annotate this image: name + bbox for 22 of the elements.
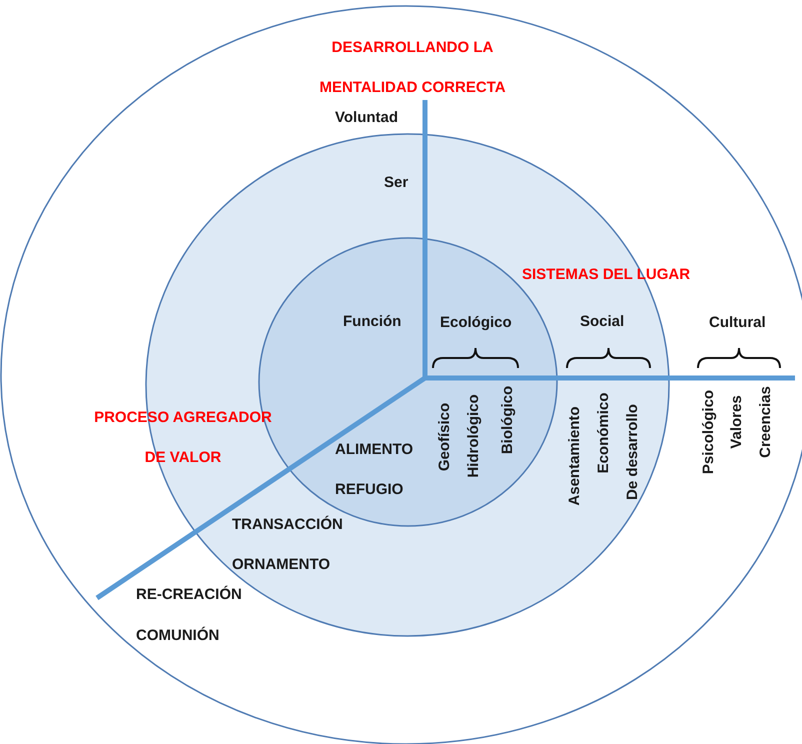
value-label: REFUGIO — [335, 481, 404, 499]
value-label: COMUNIÓN — [136, 627, 220, 645]
category-label: Cultural — [709, 314, 766, 332]
sub-category-label: Geofísico — [436, 402, 454, 472]
value-label: ALIMENTO — [335, 441, 414, 459]
level-label: Función — [343, 313, 402, 331]
value-label: RE-CREACIÓN — [136, 586, 242, 604]
value-label: TRANSACCIÓN — [232, 516, 343, 534]
sub-category-label: De desarrollo — [624, 404, 642, 500]
category-label: Ecológico — [440, 314, 512, 332]
section-heading: DESARROLLANDO LA MENTALIDAD CORRECTA — [318, 38, 507, 98]
value-label: ORNAMENTO — [232, 556, 330, 574]
sub-category-label: Valores — [728, 395, 746, 449]
sub-category-label: Hidrológico — [465, 394, 483, 478]
level-label: Voluntad — [335, 109, 398, 127]
level-label: Ser — [384, 174, 408, 192]
sub-category-label: Creencias — [757, 386, 775, 458]
sub-category-label: Económico — [595, 392, 613, 474]
sub-category-label: Psicológico — [700, 390, 718, 474]
category-label: Social — [580, 313, 624, 331]
sub-category-label: Biológico — [499, 386, 517, 454]
sub-category-label: Asentamiento — [566, 406, 584, 506]
